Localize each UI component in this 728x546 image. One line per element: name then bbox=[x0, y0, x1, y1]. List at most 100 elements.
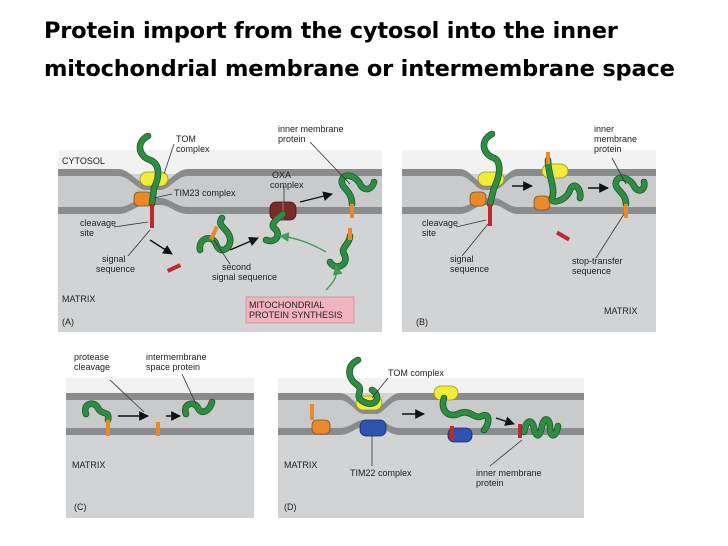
label-b-imp-3: protein bbox=[594, 144, 622, 154]
arrow-to-oxa bbox=[229, 236, 259, 251]
label-tim23: TIM23 complex bbox=[174, 188, 236, 198]
chain-b1-icon bbox=[481, 131, 502, 207]
chain-d3-icon bbox=[521, 417, 561, 438]
chain-d1-icon bbox=[347, 357, 380, 406]
cleaved-signal-b-icon bbox=[555, 230, 571, 242]
label-imp-2: protein bbox=[278, 134, 306, 144]
tim23-b2-icon bbox=[533, 195, 551, 211]
chain-d2-icon bbox=[440, 395, 491, 433]
label-matrix-d: MATRIX bbox=[284, 460, 317, 470]
label-d-imp-2: protein bbox=[476, 478, 504, 488]
anchor-c1-icon bbox=[106, 420, 110, 436]
label-c-ims-1: intermembrane bbox=[146, 352, 207, 362]
chain-b2-icon bbox=[545, 157, 583, 204]
lead-second-signal bbox=[213, 239, 231, 265]
inserted-anchor-icon bbox=[350, 204, 354, 218]
signal-b-icon bbox=[488, 204, 492, 226]
green-arrow-synthesis-to-oxa bbox=[279, 232, 327, 253]
label-tom-2: complex bbox=[176, 144, 210, 154]
signal-d3-icon bbox=[518, 424, 522, 438]
stop-transfer-b2-icon bbox=[546, 152, 550, 164]
panel-d-outer-membrane bbox=[278, 393, 584, 414]
synth-anchor-icon bbox=[348, 228, 352, 240]
anchor-d0-icon bbox=[310, 404, 314, 420]
label-synth-1: MITOCHONDRIAL bbox=[249, 300, 324, 310]
label-b-signal-1: signal bbox=[450, 254, 474, 264]
label-tag-b: (B) bbox=[416, 317, 428, 327]
chain-c3-icon bbox=[182, 399, 215, 417]
panel-d-inner-membrane bbox=[278, 420, 584, 435]
arrow-cleavage bbox=[149, 239, 173, 255]
label-tag-d: (D) bbox=[284, 502, 297, 512]
lead-signal bbox=[127, 229, 151, 257]
label-second-1: second bbox=[222, 262, 251, 272]
panel-b: inner membrane protein cleavage site sig… bbox=[402, 124, 656, 332]
arrow-d2 bbox=[495, 416, 515, 426]
label-c-protease-1: protease bbox=[74, 352, 109, 362]
label-b-signal-2: sequence bbox=[450, 264, 489, 274]
lead-d-tom bbox=[371, 377, 389, 399]
label-b-stop-2: sequence bbox=[572, 266, 611, 276]
label-matrix-b: MATRIX bbox=[604, 306, 637, 316]
anchor-c2-icon bbox=[156, 422, 160, 436]
label-b-stop-1: stop-transfer bbox=[572, 256, 623, 266]
inserted-protein-icon bbox=[339, 173, 377, 207]
panel-b-inner-membrane bbox=[402, 198, 656, 214]
label-c-protease-2: cleavage bbox=[74, 362, 110, 372]
lead-d-imp bbox=[489, 439, 523, 467]
tim22-complex-icon bbox=[359, 419, 387, 437]
panel-c-cytosol-region bbox=[66, 378, 254, 393]
label-d-imp-1: inner membrane bbox=[476, 468, 542, 478]
page-title: Protein import from the cytosol into the… bbox=[44, 18, 675, 82]
lead-inner-membrane-protein bbox=[309, 141, 351, 185]
lead-b-cleavage bbox=[455, 219, 487, 228]
panel-c: protease cleavage intermembrane space pr… bbox=[66, 352, 254, 518]
tim23-d-icon bbox=[311, 419, 331, 435]
green-arrow-synthesis bbox=[325, 265, 343, 291]
label-oxa-1: OXA bbox=[272, 170, 291, 180]
chain-c1-icon bbox=[82, 401, 111, 423]
lead-b-stop bbox=[595, 213, 625, 259]
panel-b-outer-membrane bbox=[402, 169, 656, 190]
label-tag-c: (C) bbox=[74, 502, 87, 512]
lead-tim23 bbox=[153, 193, 173, 199]
matrix-chain-icon bbox=[197, 215, 233, 253]
label-matrix-c: MATRIX bbox=[72, 460, 105, 470]
label-d-tom: TOM complex bbox=[388, 368, 444, 378]
label-imp-1: inner membrane bbox=[278, 124, 344, 134]
label-d-tim22: TIM22 complex bbox=[350, 468, 412, 478]
panel-a-outer-membrane bbox=[58, 169, 382, 190]
lead-tom bbox=[163, 143, 175, 175]
panel-d: TOM complex TIM22 complex inner membrane… bbox=[278, 356, 584, 518]
anchor-b3-icon bbox=[624, 204, 628, 218]
lead-c-ims bbox=[181, 373, 197, 405]
lead-c-protease bbox=[109, 379, 145, 413]
tim23-b-icon bbox=[469, 191, 487, 207]
label-cleavage-1: cleavage bbox=[80, 218, 116, 228]
label-oxa-2: complex bbox=[270, 180, 304, 190]
label-synth-2: PROTEIN SYNTHESIS bbox=[249, 310, 343, 320]
chain-b3-icon bbox=[613, 175, 647, 207]
panel-a: CYTOSOL TOM complex inner membrane prote… bbox=[58, 124, 382, 332]
panel-d-cytosol-region bbox=[278, 378, 584, 393]
label-b-imp-1: inner bbox=[594, 124, 614, 134]
label-cleavage-2: site bbox=[80, 228, 94, 238]
label-signal-2: sequence bbox=[96, 264, 135, 274]
cleaved-signal-icon bbox=[166, 263, 182, 273]
label-tom-1: TOM bbox=[176, 134, 196, 144]
label-b-cleavage-1: cleavage bbox=[422, 218, 458, 228]
label-signal-1: signal bbox=[102, 254, 126, 264]
panel-b-intermembrane-space bbox=[402, 176, 656, 207]
panel-c-outer-membrane bbox=[66, 393, 254, 400]
label-tag-a: (A) bbox=[62, 317, 74, 327]
importing-chain-icon bbox=[137, 133, 161, 207]
label-second-2: signal sequence bbox=[212, 272, 277, 282]
lead-cleavage bbox=[113, 221, 149, 228]
signal-sequence-in-channel-icon bbox=[150, 204, 154, 228]
label-matrix-a: MATRIX bbox=[62, 294, 95, 304]
lead-b-imp bbox=[611, 157, 627, 185]
second-signal-icon bbox=[209, 225, 219, 241]
arrow-to-inserted bbox=[299, 191, 333, 203]
mito-synthesis-box bbox=[245, 296, 355, 324]
